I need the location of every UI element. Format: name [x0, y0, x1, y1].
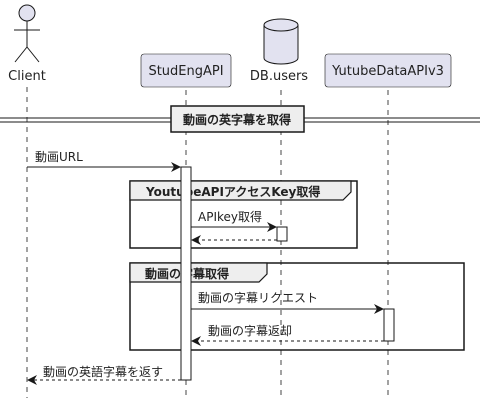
group-subtitle-frame [129, 262, 465, 351]
db-users-activation [276, 226, 288, 242]
youtube-api-box [324, 53, 452, 88]
youtube-api-activation [383, 308, 395, 342]
message-subtitle-return-label: 動画の字幕返却 [208, 323, 292, 338]
database-icon [263, 18, 299, 65]
divider: 動画の英字幕を取得 [0, 105, 480, 133]
studengapi-label: StudEngAPI [148, 64, 223, 79]
message-subtitle-request-label: 動画の字幕リクエスト [198, 290, 318, 305]
actor-head-icon [18, 4, 36, 22]
client-actor [14, 4, 40, 63]
group-subtitle-header [129, 262, 268, 283]
divider-box [170, 105, 305, 133]
studengapi-activation [180, 166, 192, 381]
group-apikey-label: YoutubeAPIアクセスKey取得 [145, 184, 320, 199]
message-apikey-request-label: APIkey取得 [198, 209, 262, 224]
client-label: Client [8, 69, 46, 84]
studengapi-box [140, 53, 232, 88]
message-video-url-label: 動画URL [35, 150, 83, 164]
db-users-label: DB.users [250, 69, 308, 84]
youtube-api-label: YutubeDataAPIv3 [331, 64, 444, 79]
lifelines [26, 87, 389, 398]
divider-label: 動画の英字幕を取得 [183, 112, 291, 127]
message-return-english-label: 動画の英語字幕を返す [43, 364, 163, 379]
group-subtitle: 動画の字幕取得 [129, 262, 465, 351]
